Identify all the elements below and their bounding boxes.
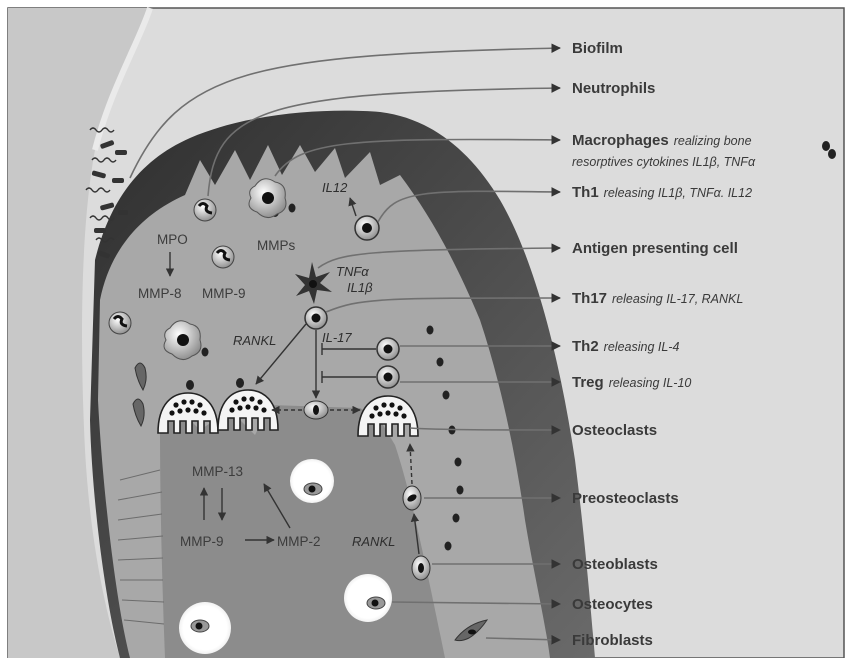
mmp2-label: MMP-2 xyxy=(277,534,321,549)
preosteoclast-cell xyxy=(403,486,421,510)
legend-osteoblasts: Osteoblasts xyxy=(572,556,658,573)
legend-macrophages-cont: resorptives cytokines IL1β, TNFα xyxy=(572,155,756,169)
il12-label: IL12 xyxy=(322,180,348,195)
legend-th17: Th17releasing IL-17, RANKL xyxy=(572,290,743,307)
legend-osteoclasts: Osteoclasts xyxy=(572,422,657,439)
legend-osteocytes: Osteocytes xyxy=(572,596,653,613)
legend-apc: Antigen presenting cell xyxy=(572,240,738,257)
legend-neutrophils: Neutrophils xyxy=(572,80,655,97)
osteoclast-precursor-cell xyxy=(304,401,328,419)
legend-th2: Th2releasing IL-4 xyxy=(572,338,679,355)
mmp9-bone-label: MMP-9 xyxy=(180,534,224,549)
mmp8-label: MMP-8 xyxy=(138,286,182,301)
rankl-tissue-label: RANKL xyxy=(233,333,276,348)
legend-biofilm: Biofilm xyxy=(572,40,623,57)
treg-cell xyxy=(377,366,399,388)
legend-treg: Tregreleasing IL-10 xyxy=(572,374,691,391)
mpo-label: MPO xyxy=(157,232,188,247)
tnfa-label: TNFα xyxy=(336,264,369,279)
th2-cell xyxy=(377,338,399,360)
rankl-bone-label: RANKL xyxy=(352,534,395,549)
mmp13-label: MMP-13 xyxy=(192,464,243,479)
il17-label: IL-17 xyxy=(322,330,352,345)
th1-cell xyxy=(355,216,379,240)
legend-fibroblasts: Fibroblasts xyxy=(572,632,653,649)
th17-cell xyxy=(305,307,327,329)
mmp9-tissue-label: MMP-9 xyxy=(202,286,246,301)
osteoblast-cell xyxy=(412,556,430,580)
il1b-label: IL1β xyxy=(347,280,373,295)
mmps-label: MMPs xyxy=(257,238,295,253)
legend-macrophages: Macrophagesrealizing bone xyxy=(572,132,752,149)
legend-preosteoclasts: Preosteoclasts xyxy=(572,490,679,507)
